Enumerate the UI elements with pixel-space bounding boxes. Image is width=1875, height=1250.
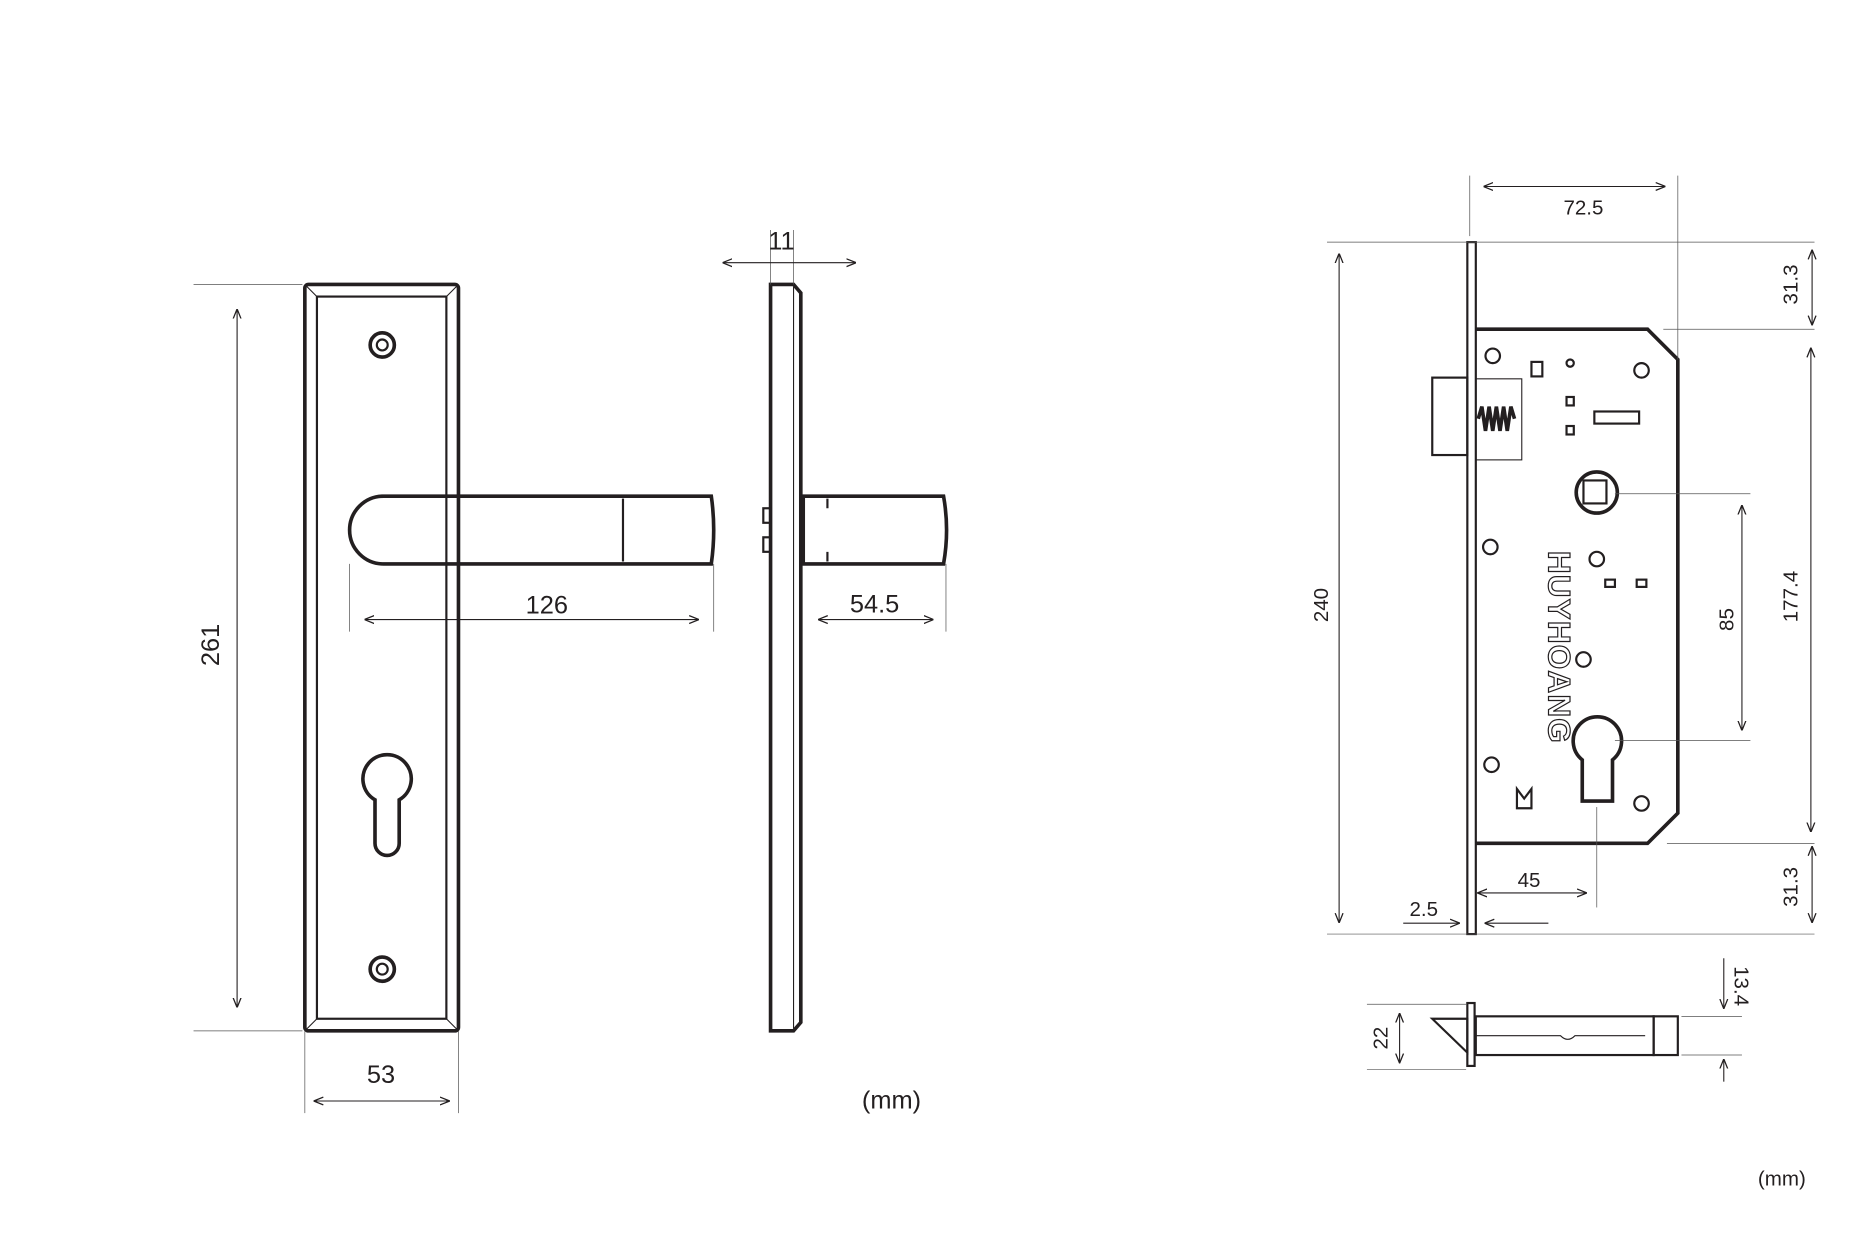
dim-bottom-margin: 31.3: [1780, 867, 1803, 907]
plate-side: [768, 282, 803, 1033]
mortise-lock-body: HUYHOANG 72.5 240 31.3 177.4 85 31.3 45 …: [1310, 175, 1814, 936]
faceplate: [1466, 241, 1477, 936]
backplate-outline: [303, 282, 461, 1033]
dim-spindle-projection: 54.5: [850, 590, 899, 618]
lever-handle: [347, 494, 716, 566]
dim-plate-height: 261: [197, 624, 225, 666]
handle-side-view: 11 54.5 (mm): [723, 227, 949, 1114]
brand-logo: HUYHOANG: [1541, 551, 1576, 744]
spindle-side: [801, 494, 949, 566]
latch-bolt: [1431, 376, 1469, 457]
screw-hole-top: [368, 331, 397, 359]
lock-bottom-view: 22 13.4 (mm): [1366, 958, 1806, 1191]
screw-hole-bottom: [368, 955, 397, 984]
dim-center-distance: 85: [1715, 608, 1738, 631]
dim-handle-length: 126: [526, 592, 568, 620]
dim-plate-thickness: 11: [768, 227, 794, 255]
spindle-hub: [1574, 470, 1620, 515]
unit-label-left: (mm): [862, 1086, 921, 1114]
backplate-bevel: [315, 295, 448, 1020]
cylinder-hole: [1571, 714, 1624, 803]
dim-faceplate-width: 22: [1370, 1027, 1393, 1050]
dim-backset-total: 72.5: [1563, 196, 1603, 219]
dim-backset: 45: [1518, 869, 1541, 892]
dim-bolt-thickness: 13.4: [1730, 966, 1753, 1006]
dim-plate-width: 53: [367, 1061, 395, 1089]
screw-holes: [1481, 347, 1650, 812]
handle-front-view: 261 126 53: [193, 282, 716, 1114]
latch-spring: [1476, 406, 1517, 432]
lock-case: [1475, 327, 1680, 846]
dim-faceplate-thickness: 2.5: [1410, 898, 1439, 921]
unit-label-right: (mm): [1758, 1168, 1806, 1191]
dim-case-height: 177.4: [1780, 571, 1803, 622]
keyhole: [361, 752, 414, 858]
dim-top-margin: 31.3: [1780, 264, 1803, 304]
dim-faceplate-height: 240: [1310, 588, 1333, 622]
